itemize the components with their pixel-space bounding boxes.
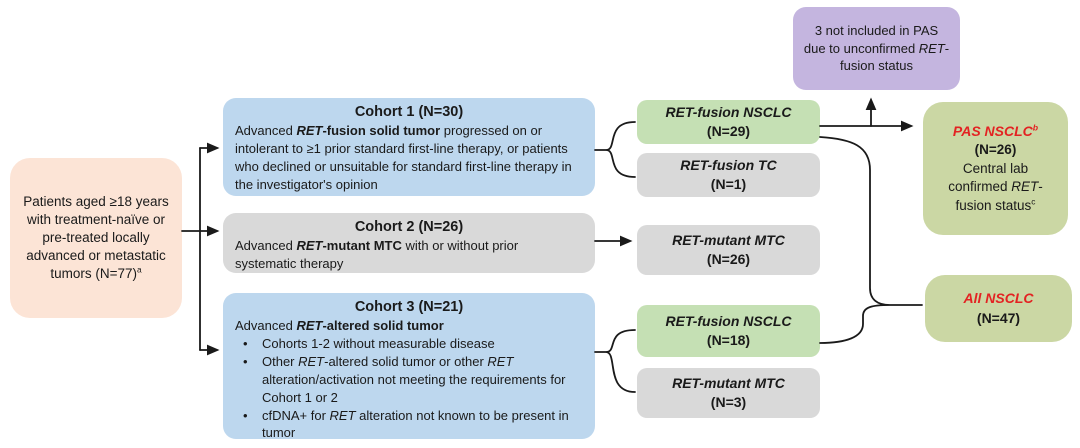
box-label: RET-fusion NSCLC <box>665 104 792 121</box>
ret-fusion-nsclc-29-box: RET-fusion NSCLC (N=29) <box>637 100 820 144</box>
box-count: (N=26) <box>706 251 751 267</box>
pas-nsclc-description: Central lab confirmed RET-fusion statusc <box>948 160 1043 213</box>
cohort3-fork <box>594 329 636 393</box>
cohort2-box: Cohort 2 (N=26) Advanced RET-mutant MTC … <box>223 213 595 273</box>
pas-nsclc-box: PAS NSCLCb (N=26) Central lab confirmed … <box>923 102 1068 235</box>
cohort3-title: Cohort 3 (N=21) <box>354 299 464 315</box>
pas-nsclc-count: (N=26) <box>974 141 1017 157</box>
cohort1-title: Cohort 1 (N=30) <box>354 104 464 120</box>
bullet-text: Other RET-altered solid tumor or other R… <box>262 353 566 405</box>
bullet-text: Cohorts 1-2 without measurable disease <box>262 335 495 351</box>
cohort2-title: Cohort 2 (N=26) <box>354 219 464 235</box>
bullet-icon <box>243 353 253 407</box>
cohort1-fork <box>594 121 636 178</box>
cohort1-description: Advanced RET-fusion solid tumor progress… <box>235 122 572 192</box>
cohort3-box: Cohort 3 (N=21) Advanced RET-altered sol… <box>223 293 595 440</box>
box-count: (N=1) <box>710 176 747 192</box>
patient-criteria-text: Patients aged ≥18 years with treatment-n… <box>23 194 169 281</box>
box-label: RET-mutant MTC <box>672 375 785 392</box>
ret-mutant-mtc-26-box: RET-mutant MTC (N=26) <box>637 225 820 275</box>
box-label: RET-mutant MTC <box>672 232 785 249</box>
patient-criteria-box: Patients aged ≥18 years with treatment-n… <box>10 158 182 318</box>
cohort3-bullet-1: Cohorts 1-2 without measurable disease <box>235 335 583 353</box>
pas-exclusion-text: 3 not included in PAS due to unconfirmed… <box>803 23 950 74</box>
bullet-icon <box>243 407 253 443</box>
ret-mutant-mtc-3-box: RET-mutant MTC (N=3) <box>637 368 820 418</box>
all-nsclc-count: (N=47) <box>976 309 1021 326</box>
bullet-text: cfDNA+ for RET alteration not known to b… <box>262 407 569 441</box>
cohort2-description: Advanced RET-mutant MTC with or without … <box>235 237 519 271</box>
all-nsclc-title: All NSCLC <box>963 289 1034 306</box>
pas-exclusion-note-box: 3 not included in PAS due to unconfirmed… <box>793 7 960 90</box>
cohort3-bullet-3: cfDNA+ for RET alteration not known to b… <box>235 407 583 443</box>
pas-nsclc-title: PAS NSCLCb <box>952 121 1039 139</box>
box-count: (N=3) <box>710 394 747 410</box>
all-nsclc-box: All NSCLC (N=47) <box>925 275 1072 342</box>
box-label: RET-fusion NSCLC <box>665 313 792 330</box>
patient-to-cohorts-stem <box>181 147 201 351</box>
box-count: (N=29) <box>706 123 751 139</box>
box-label: RET-fusion TC <box>680 157 777 174</box>
bullet-icon <box>243 335 253 353</box>
cohort3-lead: Advanced RET-altered solid tumor <box>235 317 444 333</box>
cohort3-bullet-2: Other RET-altered solid tumor or other R… <box>235 353 583 407</box>
nsclc-merge-connector <box>819 136 923 344</box>
ret-fusion-tc-1-box: RET-fusion TC (N=1) <box>637 153 820 197</box>
ret-fusion-nsclc-18-box: RET-fusion NSCLC (N=18) <box>637 305 820 357</box>
box-count: (N=18) <box>706 332 751 348</box>
cohort1-box: Cohort 1 (N=30) Advanced RET-fusion soli… <box>223 98 595 196</box>
